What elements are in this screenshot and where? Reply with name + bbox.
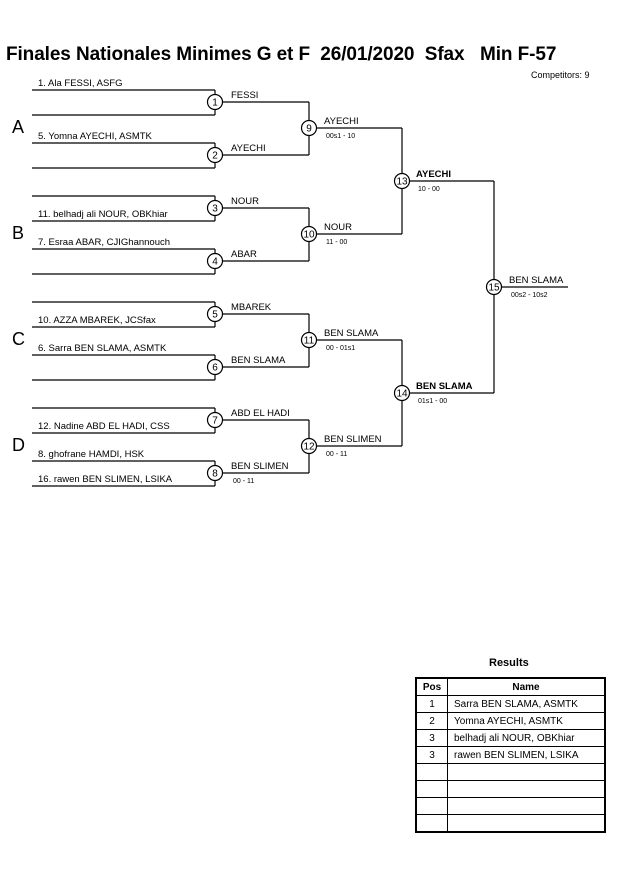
match-number: 2 (212, 151, 218, 162)
round2-score: 00s1 - 10 (326, 133, 355, 140)
round2-score: 00 - 01s1 (326, 345, 355, 352)
results-name: rawen BEN SLIMEN, LSIKA (447, 746, 606, 764)
match-number: 4 (212, 257, 218, 268)
round1-winner: BEN SLIMEN (231, 461, 289, 472)
match-number: 5 (212, 310, 218, 321)
page-title: Finales Nationales Minimes G et F 26/01/… (6, 44, 557, 65)
match-number-circle (206, 146, 224, 164)
results-pos (415, 780, 448, 798)
match-number: 3 (212, 204, 218, 215)
results-pos: 3 (415, 729, 448, 747)
round2-winner: BEN SLIMEN (324, 434, 382, 445)
results-pos (415, 763, 448, 781)
round1-winner: FESSI (231, 90, 258, 101)
entrant-name: 10. AZZA MBAREK, JCSfax (38, 315, 156, 326)
match-number: 9 (306, 124, 312, 135)
results-pos (415, 797, 448, 815)
round2-winner: NOUR (324, 222, 352, 233)
match-number: 15 (488, 283, 500, 294)
round1-winner: NOUR (231, 196, 259, 207)
match-number-circle (206, 464, 224, 482)
entrant-name: 7. Esraa ABAR, CJIGhannouch (38, 237, 170, 248)
tournament-bracket: 1. Ala FESSI, ASFG 5. Yomna AYECHI, ASMTK… (32, 78, 568, 487)
entrant-name: 5. Yomna AYECHI, ASMTK (38, 131, 153, 142)
competitors-count: Competitors: 9 (531, 70, 590, 80)
semifinal-score: 01s1 - 00 (418, 398, 447, 405)
results-name: belhadj ali NOUR, OBKhiar (447, 729, 606, 747)
results-row (415, 763, 606, 781)
results-header-name: Name (447, 677, 606, 696)
match-number-circle (206, 358, 224, 376)
final-score: 00s2 - 10s2 (511, 292, 548, 299)
results-pos: 3 (415, 746, 448, 764)
round1-winner: ABAR (231, 249, 257, 260)
results-row (415, 797, 606, 815)
results-name (447, 780, 606, 798)
entrant-name: 11. belhadj ali NOUR, OBKhiar (38, 209, 168, 220)
results-name: Yomna AYECHI, ASMTK (447, 712, 606, 730)
match-number-circle (206, 199, 224, 217)
results-name (447, 814, 606, 833)
results-pos: 2 (415, 712, 448, 730)
results-header-row: Pos Name (415, 677, 606, 696)
entrant-name: 16. rawen BEN SLIMEN, LSIKA (38, 474, 173, 485)
match-number: 6 (212, 363, 218, 374)
round1-winner: BEN SLAMA (231, 355, 286, 366)
match-number-circle (300, 331, 318, 349)
results-row (415, 814, 606, 833)
pool-label-b: B (12, 223, 25, 243)
round1-winner: ABD EL HADI (231, 408, 290, 419)
match-number-circle (206, 411, 224, 429)
match-number-circle (393, 172, 411, 190)
pool-label-a: A (12, 117, 25, 137)
match-number-circle (300, 437, 318, 455)
semifinal-score: 10 - 00 (418, 186, 440, 193)
match-number-circle (206, 93, 224, 111)
match-number: 1 (212, 98, 218, 109)
match-number: 13 (396, 177, 408, 188)
match-number-circle (300, 119, 318, 137)
match-number-circle (485, 278, 503, 296)
match-number-circle (300, 225, 318, 243)
round1-winner: AYECHI (231, 143, 266, 154)
results-name (447, 763, 606, 781)
results-pos (415, 814, 448, 833)
entrant-name: 12. Nadine ABD EL HADI, CSS (38, 421, 170, 432)
round1-winner: MBAREK (231, 302, 272, 313)
results-title: Results (489, 657, 529, 669)
match-number: 11 (304, 336, 315, 347)
match-number: 7 (212, 416, 218, 427)
entrant-name: 1. Ala FESSI, ASFG (38, 78, 122, 89)
entrant-name: 6. Sarra BEN SLAMA, ASMTK (38, 343, 167, 354)
match-number: 14 (396, 389, 408, 400)
match-number: 8 (212, 469, 218, 480)
round2-score: 11 - 00 (326, 239, 347, 246)
final-winner: BEN SLAMA (509, 275, 564, 286)
round2-score: 00 - 11 (326, 451, 347, 458)
results-row (415, 780, 606, 798)
match-number: 12 (303, 442, 315, 453)
results-header-pos: Pos (415, 677, 448, 696)
round2-winner: BEN SLAMA (324, 328, 379, 339)
match-number-circle (206, 252, 224, 270)
pool-label-d: D (12, 435, 25, 455)
results-pos: 1 (415, 695, 448, 713)
semifinal-winner: AYECHI (416, 169, 451, 180)
results-name: Sarra BEN SLAMA, ASMTK (447, 695, 606, 713)
match-number-circle (206, 305, 224, 323)
match-number: 10 (303, 230, 315, 241)
round2-winner: AYECHI (324, 116, 359, 127)
match-number-circle (393, 384, 411, 402)
semifinal-winner: BEN SLAMA (416, 381, 473, 392)
round1-score: 00 - 11 (233, 478, 254, 485)
results-name (447, 797, 606, 815)
entrant-name: 8. ghofrane HAMDI, HSK (38, 449, 145, 460)
pool-label-c: C (12, 329, 25, 349)
